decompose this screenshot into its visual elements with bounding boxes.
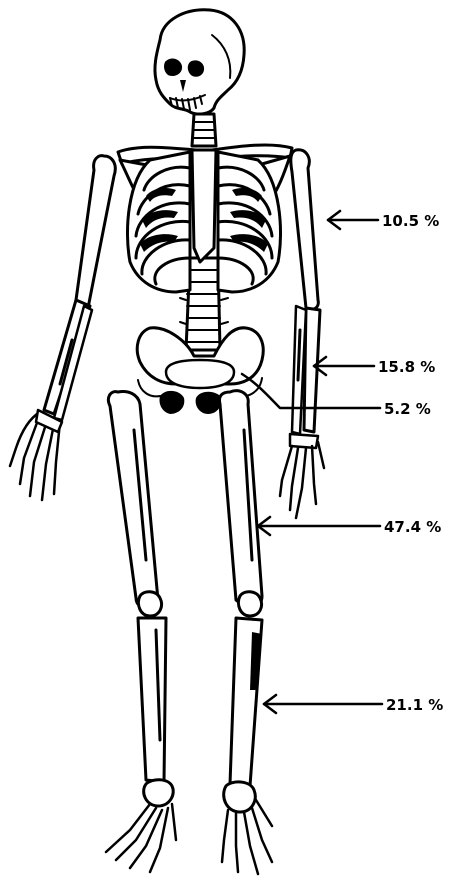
- arrow-upper-arm: [328, 211, 378, 229]
- right-arm: [291, 150, 320, 434]
- right-leg: [219, 391, 272, 874]
- arrow-forearm: [314, 357, 374, 375]
- arrow-femur: [258, 517, 380, 535]
- label-upper-arm: 10.5 %: [382, 212, 439, 230]
- left-arm: [44, 156, 115, 420]
- skull: [155, 10, 244, 114]
- right-hand: [280, 434, 324, 518]
- arrow-lower-leg: [264, 695, 382, 713]
- left-hand: [10, 410, 62, 500]
- label-femur: 47.4 %: [384, 518, 441, 536]
- label-forearm: 15.8 %: [378, 358, 435, 376]
- label-pelvis: 5.2 %: [384, 400, 431, 418]
- left-leg: [106, 392, 176, 873]
- label-lower-leg: 21.1 %: [386, 696, 443, 714]
